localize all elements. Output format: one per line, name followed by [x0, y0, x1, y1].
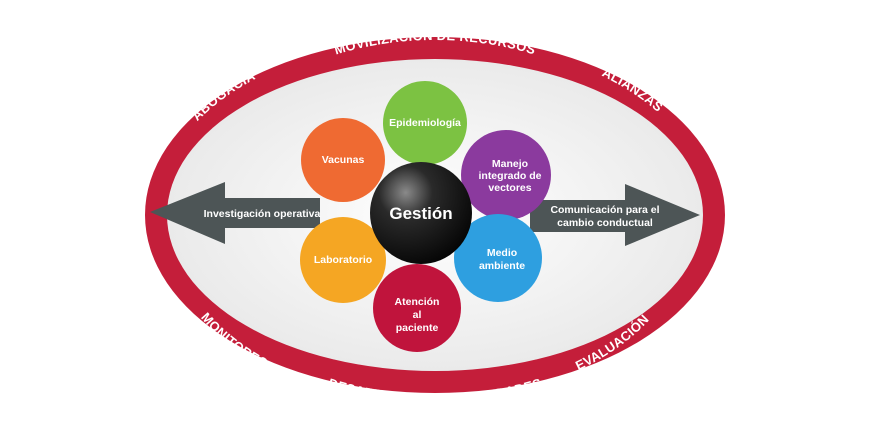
petal-atencion-label-line2: al [413, 309, 422, 321]
petal-epidemiologia [383, 81, 467, 165]
petal-vacunas [301, 118, 385, 202]
petal-medio-ambiente [454, 214, 542, 302]
petal-manejo-vectores [461, 130, 551, 220]
petal-atencion-label-line3: paciente [396, 322, 439, 334]
petal-manejo-label-line2: integrado de [478, 170, 541, 182]
petal-medio-label-line1: Medio [487, 247, 517, 259]
arrow-right-label-line2: cambio conductual [557, 217, 653, 229]
center-sphere [370, 162, 472, 264]
petal-manejo-label-line3: vectores [488, 182, 531, 194]
right-arrow [530, 184, 700, 246]
petal-medio-label-line2: ambiente [479, 260, 525, 272]
left-arrow [150, 182, 320, 244]
petal-laboratorio-label: Laboratorio [314, 254, 372, 266]
arrow-left-label: Investigación operativa [204, 208, 321, 220]
petal-manejo-label-line1: Manejo [492, 158, 528, 170]
petal-atencion-label-line1: Atención [395, 296, 440, 308]
petal-epidemiologia-label: Epidemiología [389, 117, 461, 129]
arrow-right-label-line1: Comunicación para el [550, 204, 659, 216]
center-label: Gestión [389, 204, 452, 223]
petal-laboratorio [300, 217, 386, 303]
petal-atencion-paciente [373, 264, 461, 352]
petal-vacunas-label: Vacunas [322, 154, 365, 166]
